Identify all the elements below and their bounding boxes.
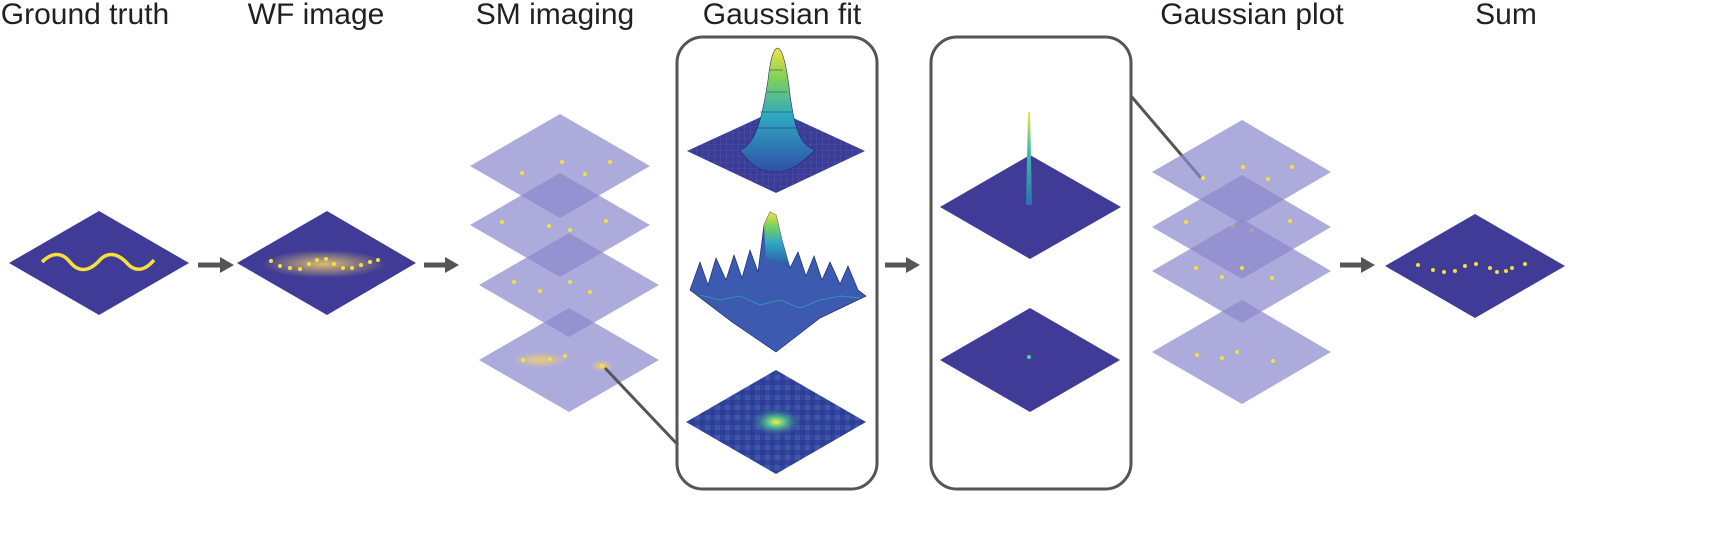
sum-plane [1385,214,1565,318]
title-ground-truth: Ground truth [0,0,170,31]
arrow-wf-to-sm [424,257,459,273]
noisy-data-surface [689,211,867,353]
fit-heatmap [686,370,866,474]
wf-glow [262,250,386,278]
title-wf-image: WF image [247,0,385,31]
ground-truth-panel [9,211,189,315]
gaussian-plot-stack [1152,120,1331,404]
sm-to-fit-connector [603,366,680,447]
plot-frame-4 [1152,300,1331,404]
wf-image-panel [237,211,416,315]
gaussian-fit-box [675,35,879,491]
title-sm-imaging: SM imaging [475,0,635,31]
gaussian-fit-surface [687,47,865,193]
wf-emitters [269,257,380,271]
sm-frame-1 [470,114,650,218]
plot-frame-3 [1152,219,1331,323]
sum-emitters [1416,262,1527,274]
sm-imaging-stack [470,114,680,447]
arrow-fit-to-plot [885,257,920,273]
gaussian-plot-2d [940,308,1120,412]
gaussian-fit-frame [675,35,879,491]
sum-panel [1385,214,1565,318]
gaussian-plot-frame [929,35,1133,491]
sm-frame-2 [470,173,650,277]
arrow-gt-to-wf [198,257,234,273]
title-gaussian-fit: Gaussian fit [702,0,862,31]
sm-frame-4 [479,308,659,412]
title-sum: Sum [1475,0,1537,31]
arrow-plot-to-sum [1340,257,1375,273]
gaussian-plot-3d [940,112,1121,259]
plot-frame-1 [1152,120,1331,224]
gaussian-plot-box [929,35,1203,491]
ground-truth-curve [40,252,156,272]
sm-frame-3 [479,233,659,337]
title-gaussian-plot: Gaussian plot [1160,0,1344,31]
